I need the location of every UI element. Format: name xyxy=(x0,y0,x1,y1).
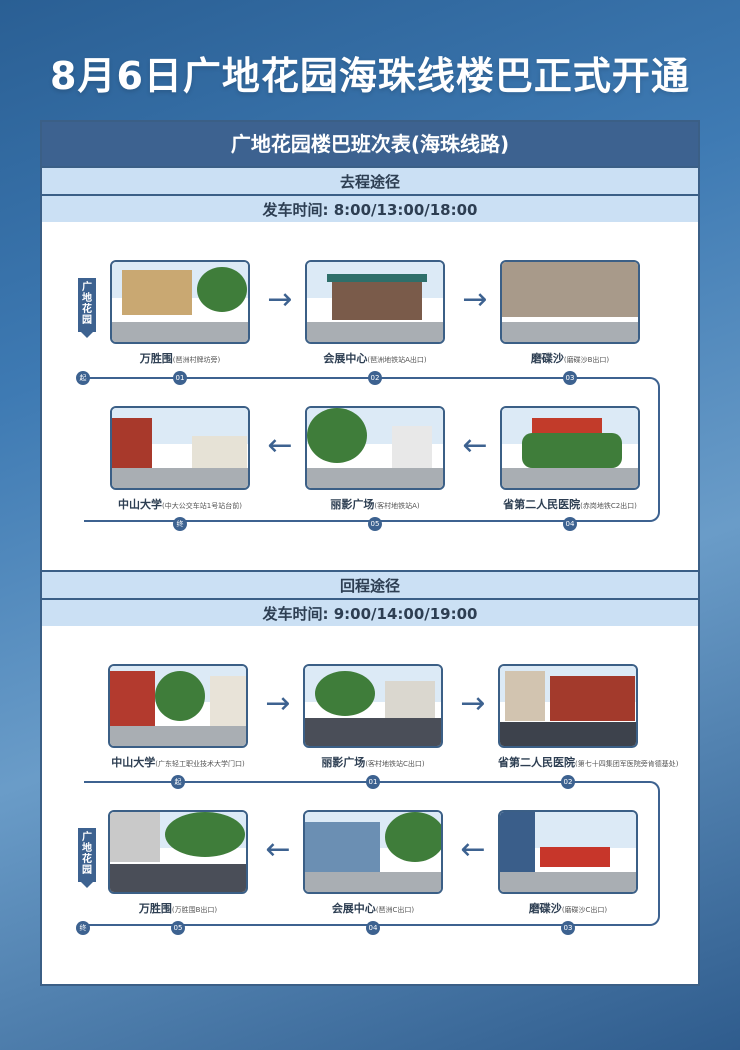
outbound-times: 发车时间: 8:00/13:00/18:00 xyxy=(42,194,698,222)
arrow-right-icon: → xyxy=(265,686,291,721)
stop-photo xyxy=(110,406,250,490)
stop-photo xyxy=(498,810,638,894)
route-dot: 终 xyxy=(173,517,187,531)
arrow-left-icon: ← xyxy=(267,428,293,463)
route-dot: 04 xyxy=(366,921,380,935)
route-dot: 终 xyxy=(76,921,90,935)
stop-photo xyxy=(305,406,445,490)
route-dot: 04 xyxy=(563,517,577,531)
inbound-times: 发车时间: 9:00/14:00/19:00 xyxy=(42,598,698,626)
schedule-panel: 广地花园楼巴班次表(海珠线路) 去程途径 发车时间: 8:00/13:00/18… xyxy=(40,120,700,986)
route-dot: 起 xyxy=(76,371,90,385)
stop-photo xyxy=(303,810,443,894)
stop-photo xyxy=(498,664,638,748)
inbound-stop-1: 中山大学(广东轻工职业技术大学门口) xyxy=(108,664,248,770)
outbound-stop-5: 丽影广场(客村地铁站A) xyxy=(305,406,445,512)
start-tag: 广地花园 xyxy=(78,278,96,338)
outbound-heading: 去程途径 xyxy=(42,166,698,194)
inbound-stop-5: 会展中心(琶洲C出口) xyxy=(303,810,443,916)
stop-photo xyxy=(108,664,248,748)
route-dot: 03 xyxy=(561,921,575,935)
stop-photo xyxy=(303,664,443,748)
inbound-stop-3: 省第二人民医院(第七十四集团军医院旁肯德基处) xyxy=(498,664,678,770)
stop-photo xyxy=(500,406,640,490)
outbound-stop-4: 省第二人民医院(赤岗地铁C2出口) xyxy=(500,406,640,512)
outbound-stop-6: 中山大学(中大公交车站1号站台前) xyxy=(110,406,250,512)
outbound-stop-1: 万胜围(琶洲村牌坊旁) xyxy=(110,260,250,366)
inbound-stop-2: 丽影广场(客村地铁站C出口) xyxy=(303,664,443,770)
stop-photo xyxy=(108,810,248,894)
route-dot: 02 xyxy=(561,775,575,789)
inbound-stop-6: 万胜围(万胜围B出口) xyxy=(108,810,248,916)
route-dot: 05 xyxy=(171,921,185,935)
stop-photo xyxy=(500,260,640,344)
inbound-heading: 回程途径 xyxy=(42,570,698,598)
inbound-route: 中山大学(广东轻工职业技术大学门口) → 丽影广场(客村地铁站C出口) → 省第… xyxy=(42,626,698,974)
outbound-route: 广地花园 万胜围(琶洲村牌坊旁) → 会展中心(琶洲地铁站A出口) → 磨碟沙(… xyxy=(42,222,698,570)
route-dot: 01 xyxy=(366,775,380,789)
arrow-left-icon: ← xyxy=(460,832,486,867)
arrow-left-icon: ← xyxy=(265,832,291,867)
outbound-stop-2: 会展中心(琶洲地铁站A出口) xyxy=(305,260,445,366)
panel-header: 广地花园楼巴班次表(海珠线路) xyxy=(42,122,698,166)
route-dot: 01 xyxy=(173,371,187,385)
route-dot: 02 xyxy=(368,371,382,385)
end-tag: 广地花园 xyxy=(78,828,96,888)
outbound-stop-3: 磨碟沙(磨碟沙B出口) xyxy=(500,260,640,366)
inbound-stop-4: 磨碟沙(磨碟沙C出口) xyxy=(498,810,638,916)
arrow-right-icon: → xyxy=(462,282,488,317)
route-dot: 05 xyxy=(368,517,382,531)
route-dot: 03 xyxy=(563,371,577,385)
route-dot: 起 xyxy=(171,775,185,789)
arrow-right-icon: → xyxy=(460,686,486,721)
stop-photo xyxy=(110,260,250,344)
page-title: 8月6日广地花园海珠线楼巴正式开通 xyxy=(50,54,690,98)
arrow-left-icon: ← xyxy=(462,428,488,463)
stop-photo xyxy=(305,260,445,344)
arrow-right-icon: → xyxy=(267,282,293,317)
